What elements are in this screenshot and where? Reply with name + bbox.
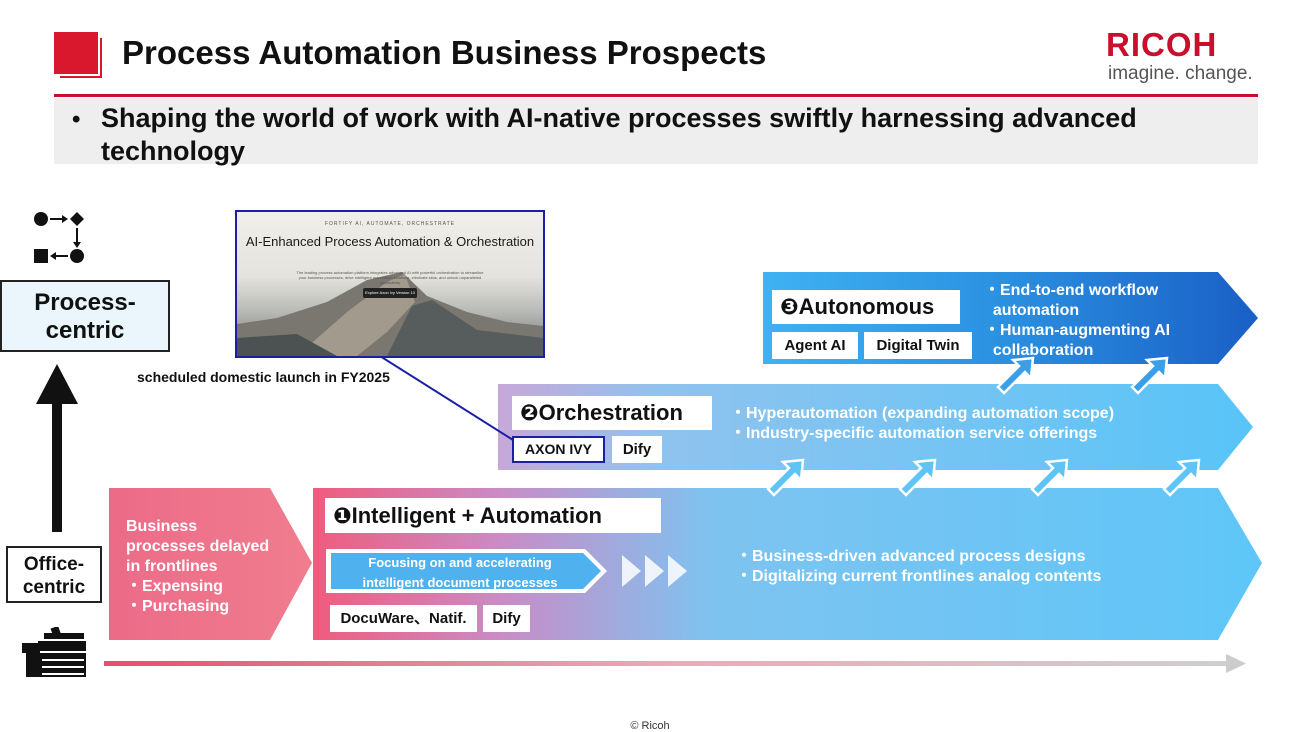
launch-note: scheduled domestic launch in FY2025	[137, 369, 390, 385]
focus-text: Focusing on and accelerating intelligent…	[336, 553, 584, 593]
subtitle-bullet: •	[72, 106, 81, 133]
focus-line: intelligent document processes	[362, 575, 558, 590]
diagonal-up-arrow-icon	[766, 458, 1201, 497]
up-arrow-icon	[36, 364, 78, 532]
chip-docuware-natif: DocuWare、Natif.	[330, 605, 477, 632]
process-flow-icon	[34, 212, 84, 263]
triple-chevron-icon	[622, 555, 687, 587]
frontline-band	[109, 488, 312, 640]
logo-tagline: imagine. change.	[1108, 63, 1253, 84]
title-square-outline	[60, 38, 102, 78]
page-title: Process Automation Business Prospects	[122, 34, 767, 71]
stage3-points: ・End-to-end workflow automation ・Human-a…	[984, 281, 1170, 361]
stage2-point: ・Hyperautomation (expanding automation s…	[730, 405, 1115, 422]
office-centric-label: Office-centric	[6, 546, 102, 603]
frontline-line: ・Purchasing	[126, 598, 230, 615]
chip-dify: Dify	[612, 436, 662, 463]
chip-agent-ai: Agent AI	[772, 332, 858, 359]
screenshot-eyebrow: FORTIFY AI, AUTOMATE, ORCHESTRATE	[324, 221, 456, 227]
process-centric-label: Process-centric	[0, 280, 170, 352]
title-square-icon	[54, 32, 98, 74]
screenshot-headline: AI-Enhanced Process Automation & Orchest…	[245, 234, 535, 249]
subtitle-band	[54, 98, 1258, 164]
stage1-point: ・Digitalizing current frontlines analog …	[736, 568, 1102, 585]
chip-digital-twin: Digital Twin	[864, 332, 972, 359]
thumbnail-connector	[379, 355, 514, 441]
stage2-points: ・Hyperautomation (expanding automation s…	[730, 404, 1114, 444]
mountain-image	[237, 272, 543, 356]
screenshot-body: The leading process automation platform …	[296, 270, 484, 285]
stage3-point: ・End-to-end workflow	[984, 282, 1159, 299]
stage1-points: ・Business-driven advanced process design…	[736, 547, 1101, 587]
focus-line: Focusing on and accelerating	[368, 555, 552, 570]
header-divider	[54, 94, 1258, 97]
copyright: © Ricoh	[630, 720, 670, 732]
frontline-text: Business processes delayed in frontlines…	[126, 517, 269, 617]
frontline-line: processes delayed	[126, 538, 270, 555]
frontline-line: ・Expensing	[126, 578, 223, 595]
stage1-title: ❶Intelligent + Automation	[325, 498, 661, 533]
stage3-point: collaboration	[984, 342, 1094, 359]
stage2-title: ❷Orchestration	[512, 396, 712, 430]
diagonal-up-arrow-icon	[996, 356, 1169, 395]
focus-arrow-fill	[331, 553, 601, 589]
stage1-point: ・Business-driven advanced process design…	[736, 548, 1086, 565]
stage2-point: ・Industry-specific automation service of…	[730, 425, 1098, 442]
subtitle: Shaping the world of work with AI-native…	[101, 103, 1137, 166]
ricoh-logo: RICOH	[1106, 26, 1218, 63]
product-screenshot: FORTIFY AI, AUTOMATE, ORCHESTRATE AI-Enh…	[235, 210, 545, 358]
chip-dify: Dify	[483, 605, 530, 632]
stage3-title: ❸Autonomous	[772, 290, 960, 324]
timeline-arrow-icon	[104, 654, 1246, 673]
stage3-point: ・Human-augmenting AI	[984, 322, 1171, 339]
screenshot-button: Explore Axon Ivy Version 13	[363, 288, 417, 298]
chip-axon-ivy: AXON IVY	[512, 436, 605, 463]
stage3-point: automation	[984, 302, 1080, 319]
frontline-line: in frontlines	[126, 558, 218, 575]
frontline-line: Business	[126, 518, 198, 535]
printer-icon	[22, 627, 86, 677]
